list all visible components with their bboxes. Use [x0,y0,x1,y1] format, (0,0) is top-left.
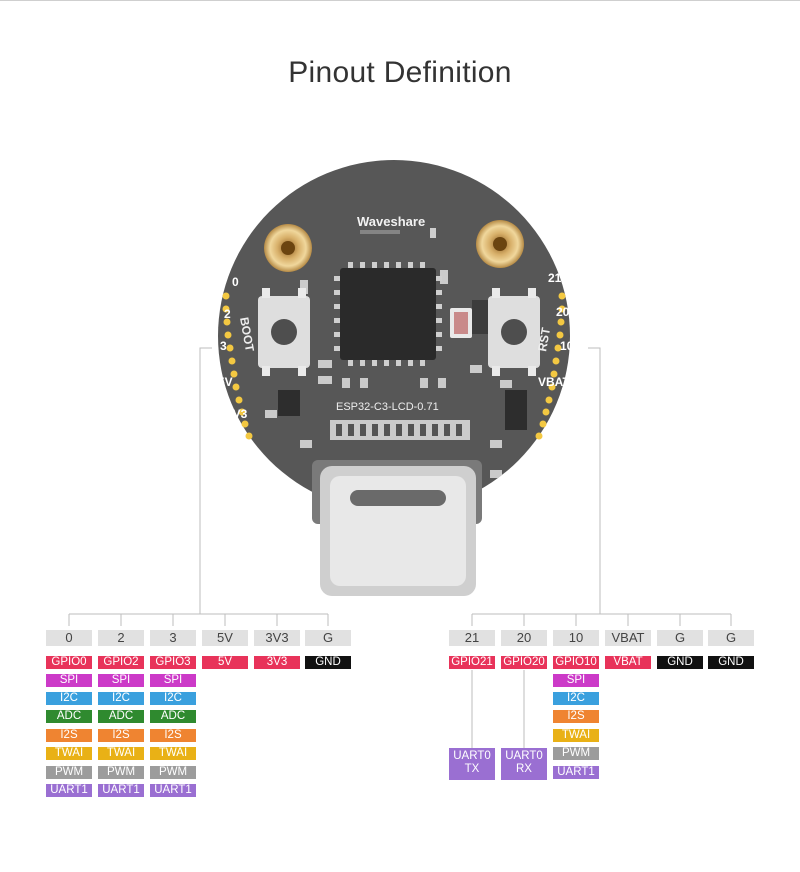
pin-header-20: 20 [501,630,547,646]
pad-label-2: 2 [224,307,231,321]
tag-gpio2: GPIO2 [98,656,144,669]
pin-header-10: 10 [553,630,599,646]
pin-header-2: 2 [98,630,144,646]
pad-label-3: 3 [220,339,227,353]
top-divider [0,0,800,1]
pin-header-5v: 5V [202,630,248,646]
pad-label-0: 0 [232,275,239,289]
left-edge-pads [222,292,253,440]
pin-header-g: G [305,630,351,646]
pad-label-21: 21 [548,271,562,285]
tag-uart0-tx: UART0 TX [449,748,495,780]
tag-i2c: I2C [98,692,144,705]
uart0-rx-line2: RX [516,763,532,775]
tag-5v: 5V [202,656,248,669]
tag-spi: SPI [46,674,92,687]
pin-header-vbat: VBAT [605,630,651,646]
pin-header-3: 3 [150,630,196,646]
tag-uart1: UART1 [98,784,144,797]
mcu-chip [340,268,436,360]
tag-i2s: I2S [46,729,92,742]
tag-gnd: GND [657,656,703,669]
tag-adc: ADC [98,710,144,723]
tag-pwm: PWM [553,747,599,760]
pad-label-3v3: 3V3 [226,407,248,421]
tag-gpio21: GPIO21 [449,656,495,669]
tag-gpio10: GPIO10 [553,656,599,669]
tag-vbat: VBAT [605,656,651,669]
tag-pwm: PWM [150,766,196,779]
tag-3v3: 3V3 [254,656,300,669]
tag-uart1: UART1 [150,784,196,797]
tag-twai: TWAI [150,747,196,760]
pad-label-g2: G [546,443,555,457]
tag-i2c: I2C [150,692,196,705]
boot-label: BOOT [237,316,257,353]
tag-twai: TWAI [46,747,92,760]
tag-pwm: PWM [98,766,144,779]
tag-uart0-rx: UART0 RX [501,748,547,780]
pin-header-3v3: 3V3 [254,630,300,646]
board-illustration: Waveshare BOOT RST ESP32-C3-LCD-0.71 0 [218,160,574,596]
tag-i2s: I2S [150,729,196,742]
tag-twai: TWAI [98,747,144,760]
pad-label-g1: G [560,409,569,423]
tag-pwm: PWM [46,766,92,779]
tag-i2c: I2C [553,692,599,705]
tag-uart1: UART1 [46,784,92,797]
tag-adc: ADC [46,710,92,723]
uart0-rx-line1: UART0 [505,750,543,762]
pin-header-g: G [657,630,703,646]
tag-uart1: UART1 [553,766,599,779]
pin-header-21: 21 [449,630,495,646]
brand-label: Waveshare [357,214,425,229]
tag-twai: TWAI [553,729,599,742]
tag-spi: SPI [98,674,144,687]
uart0-tx-line2: TX [464,763,480,775]
pad-label-10: 10 [560,339,574,353]
pad-label-vbat: VBAT [538,375,570,389]
tag-i2s: I2S [98,729,144,742]
tag-spi: SPI [150,674,196,687]
pin-header-g: G [708,630,754,646]
uart0-tx-line1: UART0 [453,750,491,762]
tag-gpio3: GPIO3 [150,656,196,669]
model-label: ESP32-C3-LCD-0.71 [336,401,439,413]
pad-label-g: G [232,433,241,447]
tag-spi: SPI [553,674,599,687]
tag-gpio0: GPIO0 [46,656,92,669]
tag-i2s: I2S [553,710,599,723]
pin-header-0: 0 [46,630,92,646]
pad-label-5v: 5V [218,375,233,389]
tag-adc: ADC [150,710,196,723]
tag-gpio20: GPIO20 [501,656,547,669]
pad-label-20: 20 [556,305,570,319]
page-title: Pinout Definition [288,56,512,89]
tag-i2c: I2C [46,692,92,705]
tag-gnd: GND [708,656,754,669]
rst-label: RST [535,326,553,353]
tag-gnd: GND [305,656,351,669]
right-edge-pads [535,292,566,440]
